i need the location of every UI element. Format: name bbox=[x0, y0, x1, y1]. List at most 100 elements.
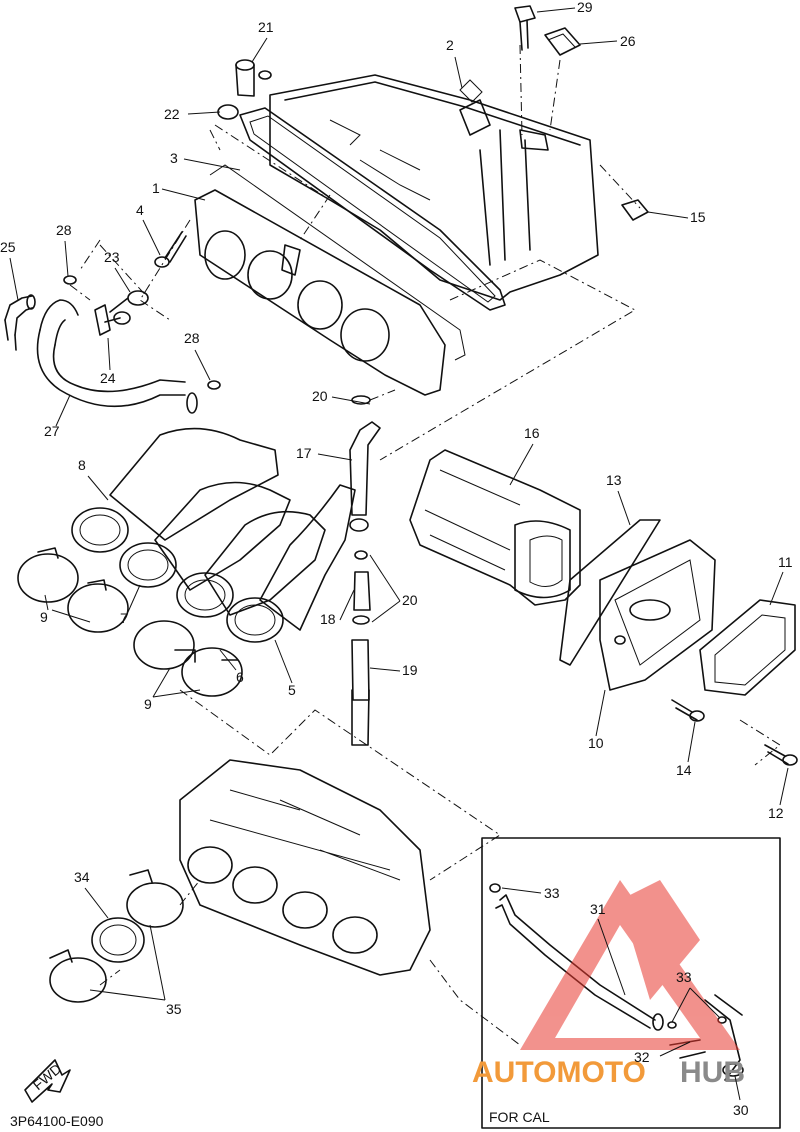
callout-leader-c24 bbox=[107, 337, 111, 371]
hose-27 bbox=[36, 299, 198, 414]
callout-c34: 34 bbox=[74, 869, 90, 885]
callout-c6: 6 bbox=[236, 669, 244, 685]
callout-c30: 30 bbox=[733, 1102, 749, 1118]
callout-c7: 7 bbox=[120, 610, 128, 626]
callout-leader-c9b bbox=[152, 667, 171, 698]
callout-c9a: 9 bbox=[40, 609, 48, 625]
callout-c22: 22 bbox=[164, 106, 180, 122]
callout-leader-c16 bbox=[509, 443, 534, 486]
callout-leader-c31 bbox=[597, 918, 626, 996]
screw-4 bbox=[154, 231, 187, 268]
part-code: 3P64100-E090 bbox=[10, 1113, 104, 1129]
callout-c26: 26 bbox=[620, 33, 636, 49]
callout-c31: 31 bbox=[590, 901, 606, 917]
callout-c2: 2 bbox=[446, 37, 454, 53]
callout-c35: 35 bbox=[166, 1001, 182, 1017]
callout-leader-c20b bbox=[369, 554, 401, 602]
clamp-28 bbox=[63, 275, 221, 390]
callout-c12: 12 bbox=[768, 805, 784, 821]
intake-joint-5 bbox=[226, 484, 356, 643]
callout-leader-c9b bbox=[152, 689, 201, 698]
callout-leader-c10 bbox=[595, 689, 606, 737]
callout-leader-c32 bbox=[659, 1041, 691, 1057]
air-box-seal bbox=[239, 107, 506, 311]
callout-c20a: 20 bbox=[312, 388, 328, 404]
callout-leader-c8 bbox=[87, 475, 109, 501]
callout-leader-c3 bbox=[183, 158, 241, 171]
callout-c8: 8 bbox=[78, 457, 86, 473]
cover-10 bbox=[599, 539, 716, 691]
callout-c17: 17 bbox=[296, 445, 312, 461]
callout-leader-c18 bbox=[339, 589, 355, 621]
callout-leader-c33b bbox=[671, 987, 691, 1023]
callout-c5: 5 bbox=[288, 682, 296, 698]
callout-c28b: 28 bbox=[184, 330, 200, 346]
assembly-lines bbox=[69, 44, 781, 1046]
cover-11 bbox=[699, 599, 796, 696]
watermark-brand-left: AUTOMOTO bbox=[472, 1056, 646, 1089]
intake-joint-8 bbox=[71, 427, 279, 553]
clamp-9-upper bbox=[17, 547, 129, 633]
clip-22 bbox=[217, 104, 239, 120]
callout-c11: 11 bbox=[778, 554, 793, 570]
callout-c32: 32 bbox=[634, 1049, 650, 1065]
callout-leader-c9a bbox=[44, 594, 49, 611]
callout-leader-c23 bbox=[114, 267, 131, 293]
callout-c33b: 33 bbox=[676, 969, 692, 985]
watermark-brand-right: HUB bbox=[680, 1056, 745, 1089]
joint-34 bbox=[91, 882, 184, 963]
callout-leader-c15 bbox=[647, 211, 689, 219]
callout-c13: 13 bbox=[606, 472, 622, 488]
cap-21 bbox=[235, 59, 272, 97]
screw-12 bbox=[764, 744, 798, 766]
callout-c24: 24 bbox=[100, 370, 116, 386]
callout-leader-c17 bbox=[317, 453, 353, 461]
screw-14 bbox=[671, 699, 705, 722]
callout-leader-c2 bbox=[454, 56, 463, 89]
callout-c33a: 33 bbox=[544, 885, 560, 901]
air-box-joint bbox=[194, 164, 466, 396]
watermark-logo bbox=[520, 880, 740, 1050]
callout-c16: 16 bbox=[524, 425, 540, 441]
air-filter-element bbox=[409, 449, 581, 606]
callout-leader-c35 bbox=[89, 989, 166, 1001]
callout-c14: 14 bbox=[676, 762, 692, 778]
callout-leader-c27 bbox=[55, 394, 71, 427]
callout-leader-c22 bbox=[187, 111, 221, 115]
gasket-13 bbox=[559, 519, 661, 666]
watermark-triangle-icon bbox=[520, 880, 740, 1050]
callout-leader-c13 bbox=[617, 490, 631, 526]
valve-18 bbox=[352, 550, 371, 625]
callout-leader-c29 bbox=[536, 7, 576, 13]
callout-leader-c7 bbox=[127, 584, 141, 613]
callout-c1: 1 bbox=[152, 180, 160, 196]
callout-c27: 27 bbox=[44, 423, 60, 439]
callout-c19: 19 bbox=[402, 662, 418, 678]
intake-joint-7 bbox=[119, 481, 291, 591]
callout-leader-c20b bbox=[371, 600, 401, 623]
for-cal-hoses bbox=[489, 883, 744, 1081]
callout-leader-c4 bbox=[142, 219, 161, 256]
callout-leader-c34 bbox=[84, 887, 109, 919]
callout-c25: 25 bbox=[0, 239, 16, 255]
callout-c21: 21 bbox=[258, 19, 274, 35]
hose-19 bbox=[351, 639, 370, 746]
callout-leader-c28b bbox=[194, 349, 211, 381]
air-box-case bbox=[269, 74, 599, 301]
callout-leader-c6 bbox=[219, 649, 237, 671]
callout-c10: 10 bbox=[588, 735, 604, 751]
callout-leader-c35 bbox=[149, 924, 166, 1001]
callout-leader-c33b bbox=[689, 987, 721, 1019]
throttle-body bbox=[179, 759, 431, 976]
callout-c9b: 9 bbox=[144, 696, 152, 712]
clamp-9-lower bbox=[133, 620, 243, 697]
hose-25 bbox=[4, 294, 36, 351]
callout-leader-c14 bbox=[687, 721, 696, 763]
callout-leader-c12 bbox=[779, 767, 789, 806]
callout-leader-c25 bbox=[9, 257, 19, 301]
fwd-arrow-icon bbox=[24, 1059, 71, 1103]
hose-17 bbox=[349, 395, 381, 532]
fitting-24 bbox=[94, 304, 121, 336]
